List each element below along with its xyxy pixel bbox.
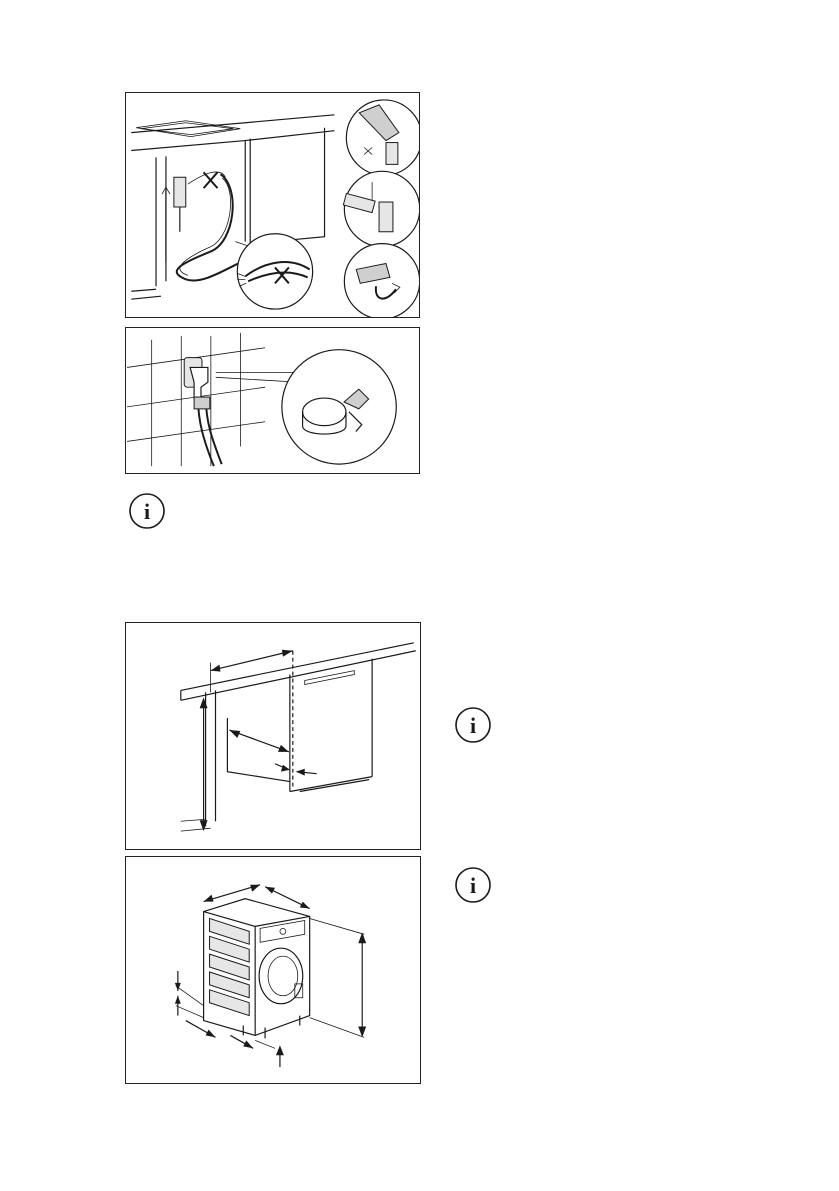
info-icon: i — [454, 706, 492, 744]
figure-niche-dimensions — [125, 622, 421, 850]
appliance-dimensions-diagram-icon — [126, 857, 420, 1083]
inlet-hose-diagram-icon — [126, 93, 419, 317]
figure-drain-hose — [125, 327, 420, 474]
figure-appliance-dimensions — [125, 856, 421, 1084]
svg-text:i: i — [144, 499, 150, 524]
svg-text:i: i — [470, 713, 476, 738]
info-icon: i — [454, 866, 492, 904]
info-icon: i — [128, 492, 166, 530]
figure-inlet-hose — [125, 92, 420, 318]
svg-text:i: i — [470, 873, 476, 898]
drain-hose-diagram-icon — [126, 328, 419, 473]
niche-dimensions-diagram-icon — [126, 623, 420, 849]
